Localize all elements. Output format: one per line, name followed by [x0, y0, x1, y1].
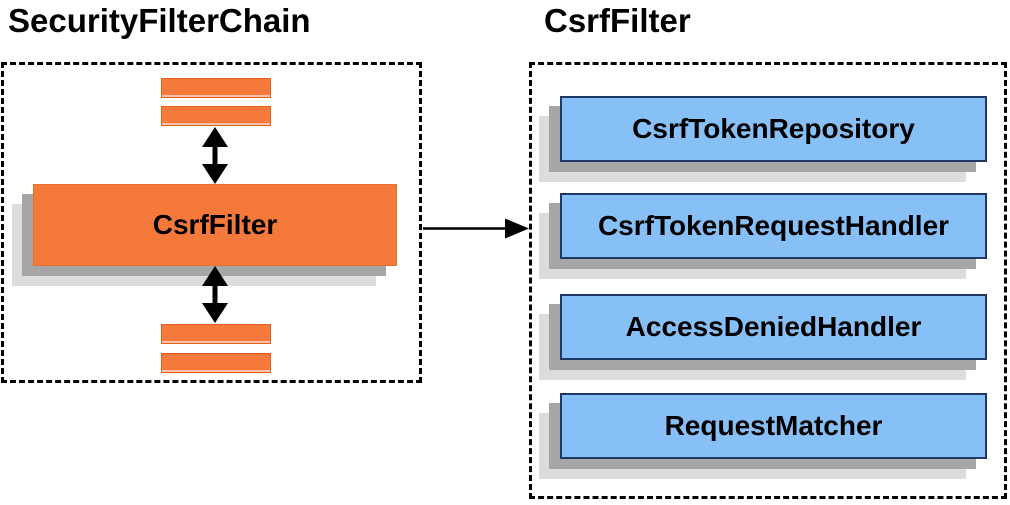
csrf-filter-title: CsrfFilter	[544, 2, 691, 39]
component-node-label: CsrfTokenRequestHandler	[597, 210, 950, 241]
csrf-filter-components-box	[529, 62, 1007, 499]
csrf-filter-node-label: CsrfFilter	[152, 209, 278, 240]
component-node-csrf-token-request-handler: CsrfTokenRequestHandler	[560, 193, 987, 259]
filter-placeholder-bar	[161, 78, 271, 98]
component-node-request-matcher: RequestMatcher	[560, 393, 987, 459]
csrf-filter-node: CsrfFilter	[33, 184, 397, 266]
double-arrow-icon	[202, 266, 228, 323]
security-filter-chain-title: SecurityFilterChain	[8, 2, 311, 39]
flow-arrow-icon	[423, 218, 529, 239]
component-node-access-denied-handler: AccessDeniedHandler	[560, 294, 987, 360]
filter-placeholder-bar	[161, 106, 271, 126]
security-filter-chain-box	[1, 62, 422, 383]
component-node-label: RequestMatcher	[664, 410, 883, 441]
component-node-label: AccessDeniedHandler	[625, 311, 922, 342]
component-node-label: CsrfTokenRepository	[632, 113, 915, 144]
double-arrow-icon	[202, 127, 228, 184]
component-node-csrf-token-repository: CsrfTokenRepository	[560, 96, 987, 162]
filter-placeholder-bar	[161, 353, 271, 373]
filter-placeholder-bar	[161, 324, 271, 344]
